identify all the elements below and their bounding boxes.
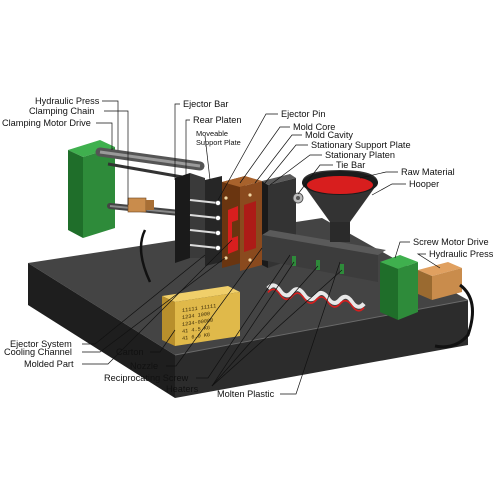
carton-print-5: 41 6.0 KG — [182, 332, 210, 342]
label-raw-material: Raw Material — [401, 167, 455, 177]
label-carton: Carton — [116, 347, 144, 357]
label-moveable-support-plate-2: Support Plate — [196, 138, 241, 147]
label-molten-plastic: Molten Plastic — [217, 389, 275, 399]
label-reciprocating-screw: Reciprocating Screw — [104, 373, 189, 383]
hopper — [302, 170, 378, 242]
heater-band-3 — [340, 264, 344, 274]
screw-motor-drive-block — [380, 255, 418, 320]
cable-right — [434, 283, 474, 349]
base-front — [28, 263, 175, 398]
label-mold-cavity: Mold Cavity — [305, 130, 353, 140]
labels: Hydraulic Press Clamping Chain Clamping … — [2, 96, 494, 399]
raw-material — [307, 176, 373, 194]
label-ejector-bar: Ejector Bar — [183, 99, 228, 109]
carton-print-2: 1234 1000 — [182, 311, 210, 321]
label-clamping-motor-drive: Clamping Motor Drive — [2, 118, 91, 128]
label-moveable-support-plate-1: Moveable — [196, 129, 228, 138]
label-hooper: Hooper — [409, 179, 439, 189]
carton: 11111 11111 1234 1000 1234-00000 41 4.5 … — [162, 286, 240, 346]
reciprocating-screw — [266, 283, 366, 312]
label-rear-platen: Rear Platen — [193, 115, 242, 125]
label-stationary-support-plate: Stationary Support Plate — [311, 140, 411, 150]
hydraulic-press-right — [418, 262, 462, 300]
label-ejector-system: Ejector System — [10, 339, 72, 349]
label-cooling-channel: Cooling Channel — [4, 347, 72, 357]
label-clamping-chain: Clamping Chain — [29, 106, 94, 116]
carton-print-1: 11111 11111 — [182, 303, 216, 314]
moveable-support-plate — [205, 176, 222, 266]
label-stationary-platen: Stationary Platen — [325, 150, 395, 160]
injection-barrel — [262, 230, 386, 312]
heater-band-2 — [316, 260, 320, 270]
label-molded-part: Molded Part — [24, 359, 74, 369]
heater-band-1 — [292, 256, 296, 266]
clamping-motor-drive-block — [68, 140, 115, 238]
carton-print-3: 1234-00000 — [182, 318, 213, 328]
label-screw-motor-drive: Screw Motor Drive — [413, 237, 489, 247]
label-hydraulic-press-left: Hydraulic Press — [35, 96, 100, 106]
cooling-channels — [224, 193, 252, 262]
label-ejector-pin: Ejector Pin — [281, 109, 325, 119]
leader-lines — [82, 100, 441, 395]
label-nozzle: Nozzle — [130, 361, 158, 371]
hydraulic-press-left — [127, 197, 154, 213]
label-heaters: Heaters — [166, 384, 199, 394]
ejector-pins — [189, 199, 221, 251]
label-hydraulic-press-right: Hydraulic Press — [429, 249, 494, 259]
carton-print-4: 41 4.5 KG — [182, 325, 210, 335]
label-mold-core: Mold Core — [293, 122, 335, 132]
tie-bar-nut — [292, 192, 304, 204]
cable-left — [139, 229, 152, 283]
label-tie-bar: Tie Bar — [336, 160, 365, 170]
rear-platen — [175, 173, 205, 263]
base-side — [175, 300, 468, 398]
molded-part — [228, 201, 256, 254]
